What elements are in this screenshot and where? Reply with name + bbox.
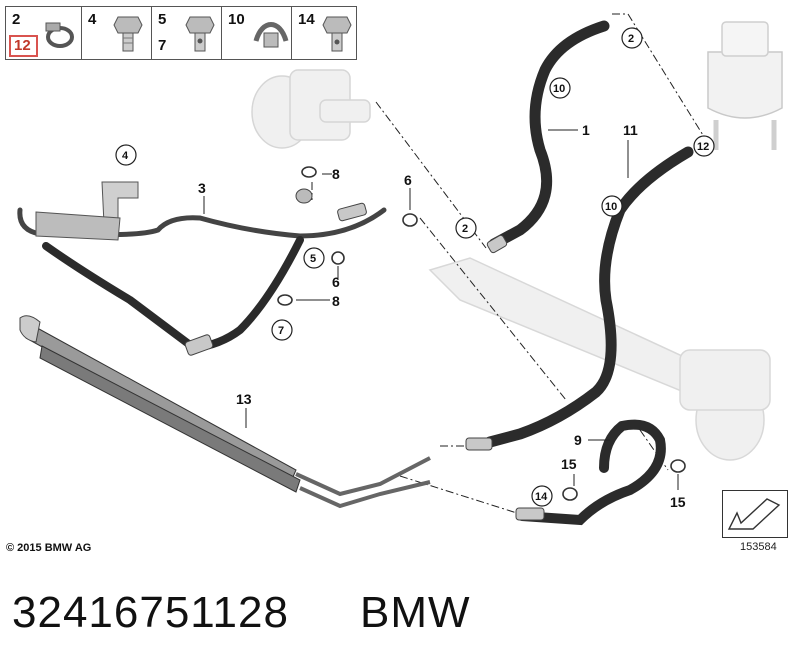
plain-callouts [203,129,679,490]
callout-14: 14 [535,491,548,503]
callout-12: 12 [697,141,709,153]
hose-1 [488,20,610,250]
brand-name: BMW [360,588,471,637]
callout-6-top: 6 [404,172,412,188]
orientation-box [722,490,788,538]
callout-6-mid: 6 [332,274,340,290]
legend-cell-hollow-bolt: 14 [292,7,356,59]
callout-2-top: 2 [628,33,634,45]
circled-callouts [115,27,715,507]
callout-9: 9 [574,432,582,448]
copyright-notice: © 2015 BMW AG [6,542,92,554]
callout-10-mid: 10 [605,201,617,213]
parts-legend: 2 12 4 5 7 10 14 [5,6,357,60]
callout-8-mid: 8 [332,293,340,309]
hose-11 [484,146,694,448]
bracket-4 [35,181,139,241]
legend-cell-bracket: 10 [222,7,292,59]
reservoir-tank [707,21,783,150]
legend-number-14: 14 [298,11,315,28]
banjo-bolt-icon [185,16,215,52]
callout-1: 1 [582,122,590,138]
callout-4: 4 [122,150,129,162]
legend-number-7: 7 [158,37,167,54]
diagram-id: 153584 [740,541,777,553]
steering-rack-ghost [428,257,771,461]
steering-pump-ghost [251,69,371,149]
callout-15-right: 15 [670,494,686,510]
legend-number-2: 2 [12,11,21,28]
leader-lines [311,13,707,515]
callout-7: 7 [278,325,284,337]
banjo-fitting [295,188,313,204]
legend-cell-bolt: 4 [82,7,152,59]
callout-15-left: 15 [561,456,577,472]
highlight-frame [9,35,38,57]
legend-number-12: 12 [14,37,31,54]
callout-10-top: 10 [553,83,565,95]
hose-clamp-icon [45,22,74,48]
legend-cell-banjo: 5 7 [152,7,222,59]
callout-2-mid: 2 [462,223,468,235]
part-number: 32416751128 [12,588,289,637]
legend-cell-clamp: 2 12 [6,7,82,59]
hose-bracket-icon [253,22,289,48]
hex-bolt-icon [113,16,143,52]
o-rings [277,166,686,501]
oil-cooler-13 [19,315,431,509]
legend-number-4: 4 [88,11,97,28]
callout-8-top: 8 [332,166,340,182]
callout-3: 3 [198,180,206,196]
callout-11: 11 [623,122,638,138]
vehicle-front-arrow-icon [727,498,781,530]
callout-5: 5 [310,253,316,265]
hose-9 [517,419,666,526]
callout-13: 13 [236,391,252,407]
hollow-bolt-icon [322,16,352,52]
legend-number-5: 5 [158,11,167,28]
legend-number-10: 10 [228,11,245,28]
fittings [184,202,545,521]
cooler-feed-hose [42,236,304,353]
